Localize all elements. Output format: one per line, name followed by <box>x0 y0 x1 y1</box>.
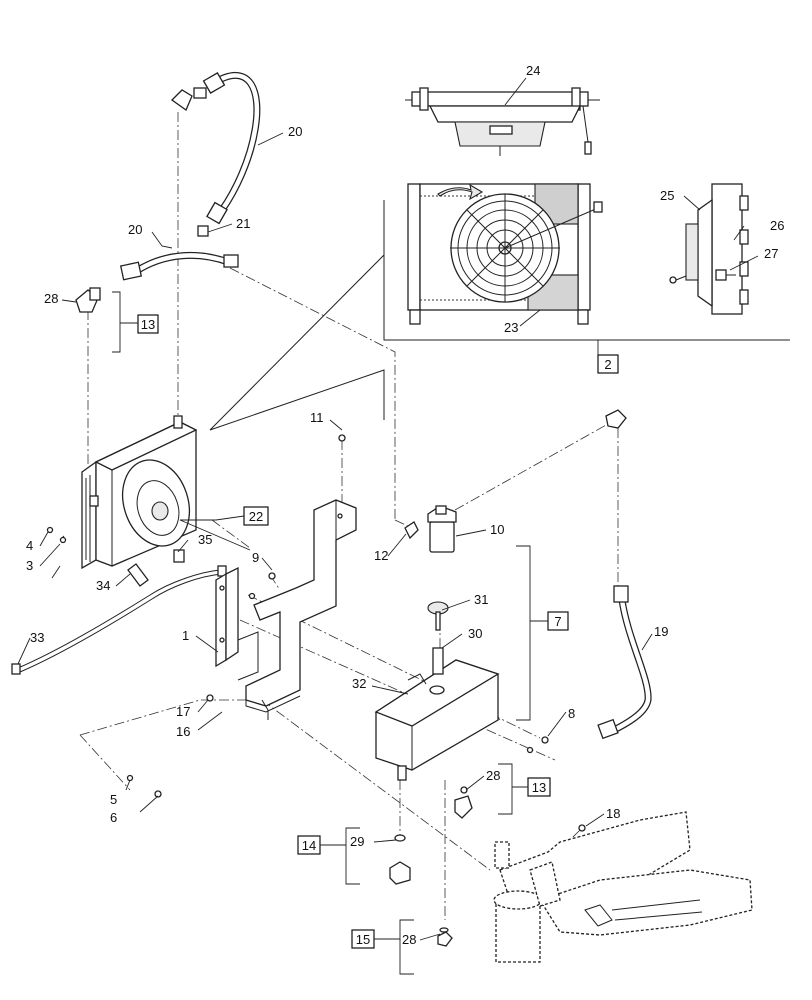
elbow-29 <box>389 834 411 885</box>
elbow-28-middle <box>454 786 473 819</box>
reference-boxes: 13 2 22 7 13 14 15 <box>112 291 619 975</box>
callout-31: 31 <box>474 592 488 607</box>
callout-1: 1 <box>182 628 189 643</box>
dipstick <box>427 601 449 675</box>
callout-28-bottom: 28 <box>402 932 416 947</box>
callout-33: 33 <box>30 630 44 645</box>
cooler-side-view <box>669 183 749 315</box>
callout-box-13-top <box>137 314 159 334</box>
callout-16: 16 <box>176 724 190 739</box>
hose-upper <box>170 72 261 225</box>
callout-20-upper: 20 <box>288 124 302 139</box>
oil-cooler <box>81 415 198 570</box>
callout-32: 32 <box>352 676 366 691</box>
callout-9: 9 <box>252 550 259 565</box>
callout-5: 5 <box>110 792 117 807</box>
callout-18: 18 <box>606 806 620 821</box>
leader-lines <box>17 77 759 941</box>
callout-26: 26 <box>770 218 784 233</box>
callout-2: 2 <box>604 357 611 372</box>
callout-3: 3 <box>26 558 33 573</box>
fasteners <box>126 434 586 832</box>
hose-lower <box>119 252 239 281</box>
callout-35: 35 <box>198 532 212 547</box>
callout-4: 4 <box>26 538 33 553</box>
fitting-21 <box>197 225 209 237</box>
callout-10: 10 <box>490 522 504 537</box>
cooler-front-view <box>407 183 603 325</box>
boom-frame <box>493 811 753 963</box>
callout-28-middle: 28 <box>486 768 500 783</box>
callout-17: 17 <box>176 704 190 719</box>
return-hose <box>597 409 652 740</box>
callout-23: 23 <box>504 320 518 335</box>
bolts-3-4 <box>46 526 67 544</box>
callout-34: 34 <box>96 578 110 593</box>
callout-27: 27 <box>764 246 778 261</box>
callout-21: 21 <box>236 216 250 231</box>
callout-13-mid: 13 <box>532 780 546 795</box>
callout-15: 15 <box>356 932 370 947</box>
callout-numbers: 20 21 20 28 24 25 26 27 23 11 10 12 9 35… <box>26 63 784 947</box>
reservoir-tank <box>374 659 500 781</box>
fitting-28-bottom <box>437 927 453 947</box>
temperature-sensor-cable <box>11 563 227 675</box>
callout-14: 14 <box>302 838 316 853</box>
callout-25: 25 <box>660 188 674 203</box>
callout-13-top: 13 <box>141 317 155 332</box>
elbow-fitting-28-top <box>75 287 101 313</box>
filter-assembly <box>404 505 457 553</box>
callout-28-top: 28 <box>44 291 58 306</box>
callout-12: 12 <box>374 548 388 563</box>
callout-22: 22 <box>249 509 263 524</box>
callout-7: 7 <box>554 614 561 629</box>
detail-view-cooler <box>209 87 790 431</box>
callout-6: 6 <box>110 810 117 825</box>
callout-30: 30 <box>468 626 482 641</box>
fitting-35 <box>173 549 185 563</box>
callout-20-lower: 20 <box>128 222 142 237</box>
cooler-top-view <box>405 87 600 156</box>
callout-19: 19 <box>654 624 668 639</box>
mounting-bracket <box>215 499 357 720</box>
callout-8: 8 <box>568 706 575 721</box>
callout-box-2 <box>597 354 619 374</box>
callout-29: 29 <box>350 834 364 849</box>
callout-24: 24 <box>526 63 540 78</box>
callout-11: 11 <box>310 410 324 425</box>
